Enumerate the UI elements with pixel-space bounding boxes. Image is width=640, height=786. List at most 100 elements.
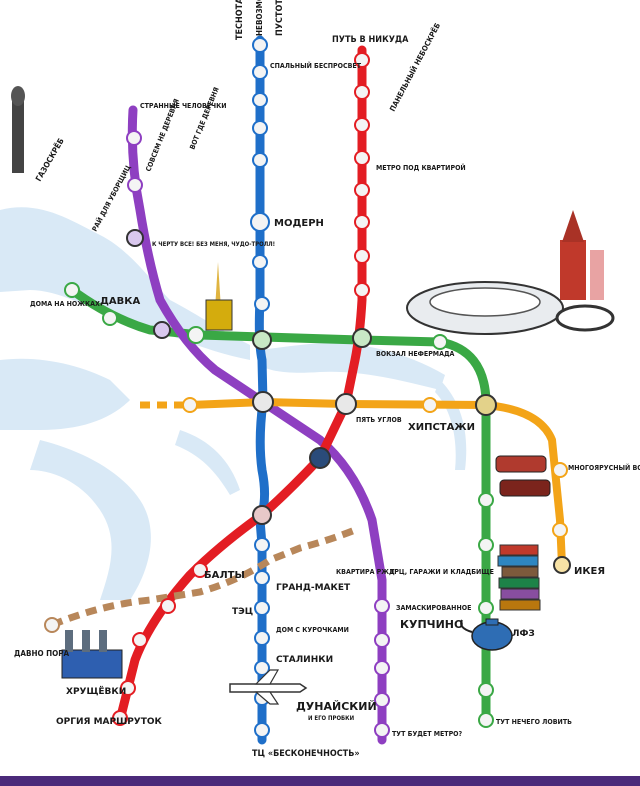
station-blue-7[interactable] — [252, 254, 268, 270]
label-spalny: СПАЛЬНЫЙ БЕСПРОСВЕТ — [270, 61, 362, 70]
station-blue-8[interactable] — [254, 296, 270, 312]
hub-ikeya[interactable] — [553, 556, 571, 574]
station-blue-9[interactable] — [254, 537, 270, 553]
label-tut-nechego-lovit: ТУТ НЕЧЕГО ЛОВИТЬ — [496, 718, 572, 726]
label-strannye: СТРАННЫЕ ЧЕЛОВЕЧКИ — [140, 102, 227, 110]
label-gazoskreb: ГАЗОСКРЁБ — [33, 136, 66, 183]
label-balty: БАЛТЫ — [204, 570, 245, 581]
station-green-7[interactable] — [478, 600, 494, 616]
hub-davka[interactable] — [153, 321, 171, 339]
station-purple-7[interactable] — [374, 692, 390, 708]
station-red-7[interactable] — [354, 248, 370, 264]
station-red-8[interactable] — [354, 282, 370, 298]
label-i-ego-probki: И ЕГО ПРОБКИ — [308, 715, 355, 722]
station-red-5[interactable] — [354, 182, 370, 198]
label-kupchino: КУПЧИНО — [400, 618, 463, 631]
label-vot-gde-derevnya: ВОТ ГДЕ ДЕРЕВНЯ — [188, 86, 220, 151]
station-green-9[interactable] — [478, 712, 494, 728]
station-red-1[interactable] — [354, 52, 370, 68]
station-blue-4[interactable] — [252, 120, 268, 136]
station-green-5[interactable] — [478, 492, 494, 508]
hub-purple-red[interactable] — [309, 447, 331, 469]
station-red-2[interactable] — [354, 84, 370, 100]
station-blue-6[interactable] — [250, 212, 270, 232]
station-brown-1[interactable] — [44, 617, 60, 633]
station-purple-1[interactable] — [126, 130, 142, 146]
station-green-1[interactable] — [64, 282, 80, 298]
brown-dashed-line — [50, 526, 357, 629]
label-doma-na-nozhkah: ДОМА НА НОЖКАХ — [30, 300, 100, 308]
station-purple-5[interactable] — [374, 632, 390, 648]
label-ray-dlya-uborschic: РАЙ ДЛЯ УБОРЩИЦ — [90, 163, 133, 233]
station-green-4[interactable] — [432, 334, 448, 350]
station-red-3[interactable] — [354, 117, 370, 133]
station-blue-5[interactable] — [252, 152, 268, 168]
station-blue-10[interactable] — [254, 570, 270, 586]
footer-bar — [0, 776, 640, 786]
label-hruschevki: ХРУЩЁВКИ — [66, 686, 126, 697]
stations-orange — [182, 397, 568, 538]
tower-icon — [560, 210, 604, 300]
label-modern: МОДЕРН — [274, 218, 324, 229]
station-blue-12[interactable] — [254, 630, 270, 646]
station-blue-2[interactable] — [252, 64, 268, 80]
label-put-v-nikuda: ПУТЬ В НИКУДА — [332, 35, 409, 45]
station-green-8[interactable] — [478, 682, 494, 698]
station-red-11[interactable] — [132, 632, 148, 648]
station-purple-8[interactable] — [374, 722, 390, 738]
station-green-6[interactable] — [478, 537, 494, 553]
station-blue-15[interactable] — [254, 722, 270, 738]
station-blue-11[interactable] — [254, 600, 270, 616]
station-red-10[interactable] — [160, 598, 176, 614]
hub-center-1[interactable] — [252, 391, 274, 413]
hub-green-blue[interactable] — [252, 330, 272, 350]
station-red-13[interactable] — [112, 710, 128, 726]
label-tec: ТЭЦ — [232, 607, 253, 617]
label-trc-garazhi: ТРЦ, ГАРАЖИ И КЛАДБИЩЕ — [390, 568, 494, 576]
stations-red — [112, 52, 370, 726]
station-red-9[interactable] — [192, 562, 208, 578]
station-purple-6[interactable] — [374, 660, 390, 676]
station-orange-3[interactable] — [552, 462, 568, 478]
station-blue-3[interactable] — [252, 92, 268, 108]
label-dunaysky: ДУНАЙСКИЙ — [296, 700, 377, 713]
station-red-12[interactable] — [120, 680, 136, 696]
station-blue-13[interactable] — [254, 660, 270, 676]
label-metro-pod-kvartiroy: МЕТРО ПОД КВАРТИРОЙ — [376, 163, 466, 172]
label-grand-maket: ГРАНД-МАКЕТ — [276, 583, 351, 593]
station-green-3[interactable] — [187, 326, 205, 344]
hub-ray-uborschic[interactable] — [126, 229, 144, 247]
station-red-6[interactable] — [354, 214, 370, 230]
label-tc-beskonechnost: ТЦ «БЕСКОНЕЧНОСТЬ» — [252, 749, 360, 759]
station-green-2[interactable] — [102, 310, 118, 326]
books-icon — [497, 544, 541, 611]
station-blue-1[interactable] — [252, 37, 268, 53]
hub-blue-red-lower[interactable] — [252, 505, 272, 525]
train-icon — [495, 455, 551, 497]
station-orange-1[interactable] — [182, 397, 198, 413]
label-hipstazhi: ХИПСТАЖИ — [408, 422, 475, 433]
hub-hipstazhi[interactable] — [475, 394, 497, 416]
water-areas — [0, 207, 467, 600]
stations-blue — [250, 37, 270, 738]
transfer-hubs — [126, 229, 571, 574]
stations-brown — [44, 617, 60, 633]
label-ikeya: ИКЕЯ — [574, 566, 605, 577]
gazoskreb-tower-icon — [11, 86, 25, 173]
label-lfz: ЛФЗ — [512, 629, 535, 639]
spire-icon — [205, 262, 233, 331]
hub-vokzal[interactable] — [352, 328, 372, 348]
hub-pyat-uglov[interactable] — [335, 393, 357, 415]
label-pyat-uglov: ПЯТЬ УГЛОВ — [356, 416, 402, 424]
label-davno-pora: ДАВНО ПОРА — [14, 649, 70, 658]
station-purple-4[interactable] — [374, 598, 390, 614]
station-orange-2[interactable] — [422, 397, 438, 413]
label-kvartira-rzhd: КВАРТИРА РЖД — [336, 568, 395, 576]
station-purple-2[interactable] — [127, 177, 143, 193]
label-orgiya-marshrutok: ОРГИЯ МАРШРУТОК — [56, 717, 163, 727]
station-red-4[interactable] — [354, 150, 370, 166]
station-orange-4[interactable] — [552, 522, 568, 538]
plane-icon — [229, 669, 308, 705]
label-mnogoyarusny-vokzal: МНОГОЯРУСНЫЙ ВОКЗАЛ — [568, 463, 640, 472]
